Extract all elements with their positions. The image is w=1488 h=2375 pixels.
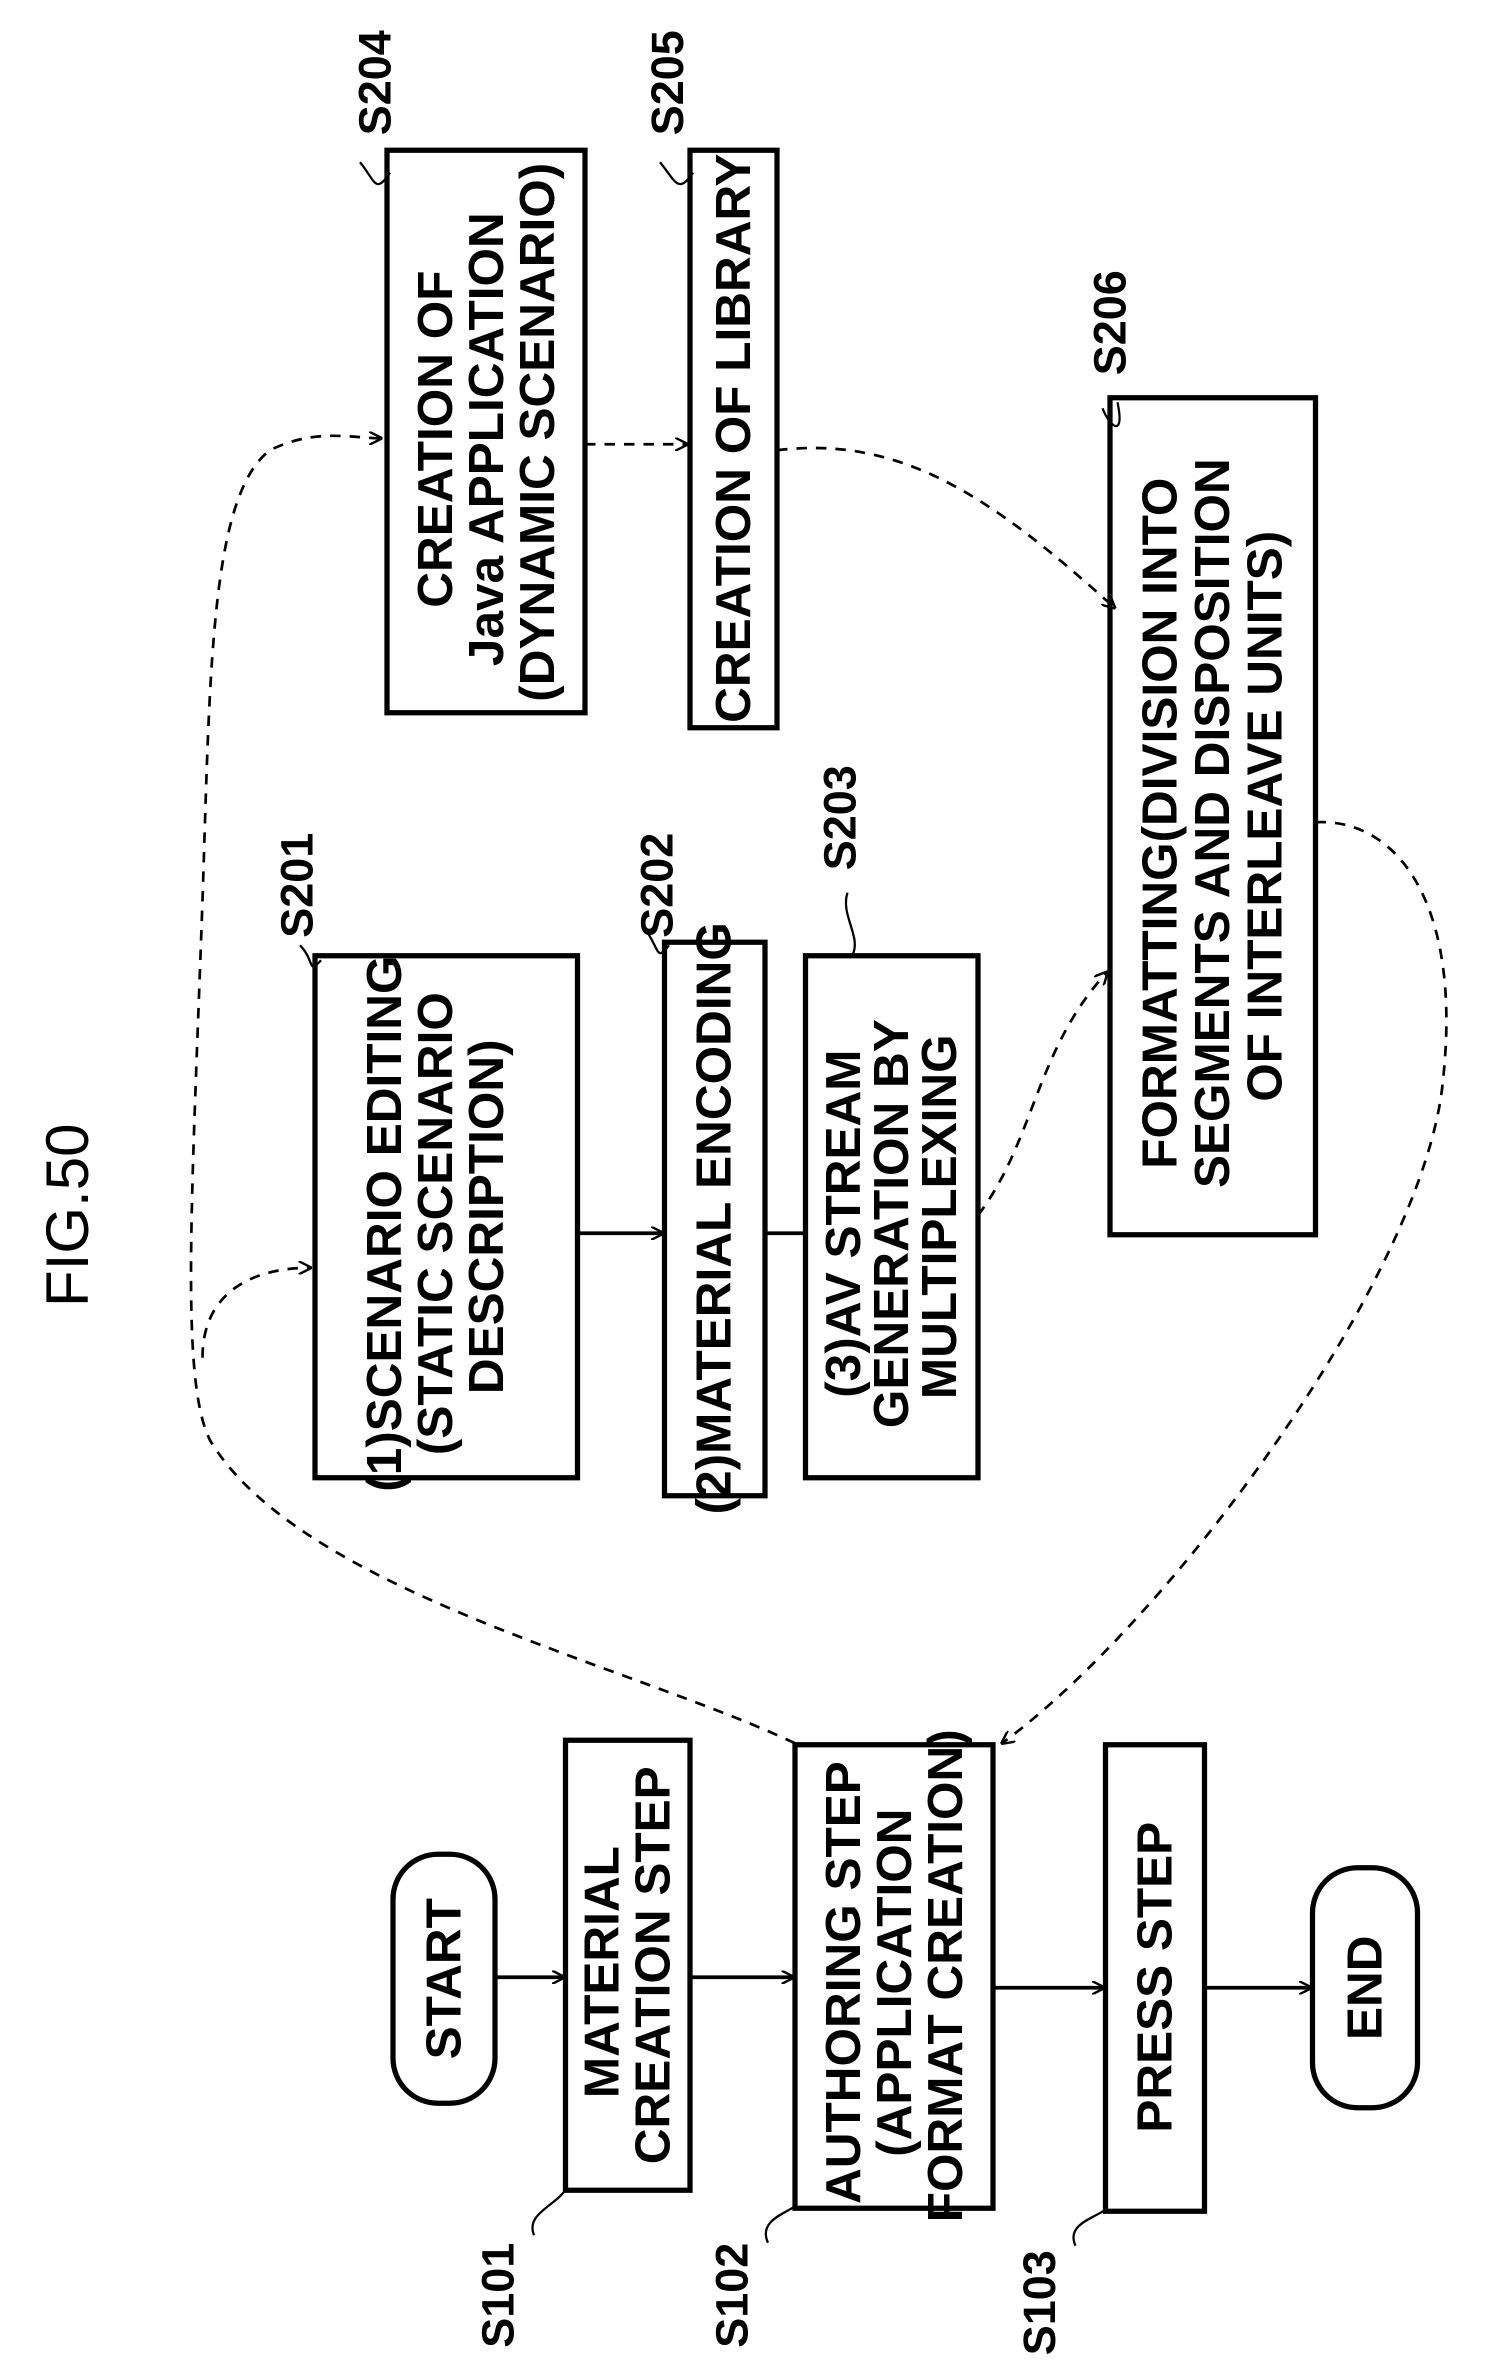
s203-ref: S203 — [815, 765, 866, 870]
s103-leader — [1073, 2208, 1107, 2246]
figure-title: FIG.50 — [34, 1124, 101, 1307]
s103-ref: S103 — [1014, 2250, 1065, 2355]
dashed-s203-to-s206 — [978, 972, 1107, 1215]
s204-ref: S204 — [350, 30, 401, 135]
s205-ref: S205 — [642, 30, 693, 135]
s102-label: AUTHORING STEP (APPLICATION FORMAT CREAT… — [816, 1729, 973, 2222]
s101-leader — [532, 2187, 567, 2235]
s102-ref: S102 — [707, 2243, 758, 2348]
s201-ref: S201 — [272, 833, 323, 938]
dashed-branch-to-s201 — [203, 1268, 311, 1358]
s203-leader — [846, 893, 855, 956]
s206-ref: S206 — [1085, 270, 1136, 375]
start-label: START — [417, 1898, 472, 2059]
s101-ref: S101 — [473, 2243, 524, 2348]
s202-label: (2)MATERIAL ENCODING — [687, 922, 742, 1514]
s205-label: CREATION OF LIBRARY — [706, 154, 761, 723]
dashed-s205-to-s206 — [777, 448, 1115, 608]
s103-label: PRESS STEP — [1128, 1822, 1183, 2133]
end-label: END — [1338, 1935, 1393, 2040]
s203-label: (3)AV STREAM GENERATION BY MULTIPLEXING — [816, 1005, 967, 1428]
s202-ref: S202 — [632, 833, 683, 938]
s206-label: FORMATTING(DIVISION INTO SEGMENTS AND DI… — [1132, 444, 1292, 1188]
s102-leader — [766, 2205, 797, 2243]
